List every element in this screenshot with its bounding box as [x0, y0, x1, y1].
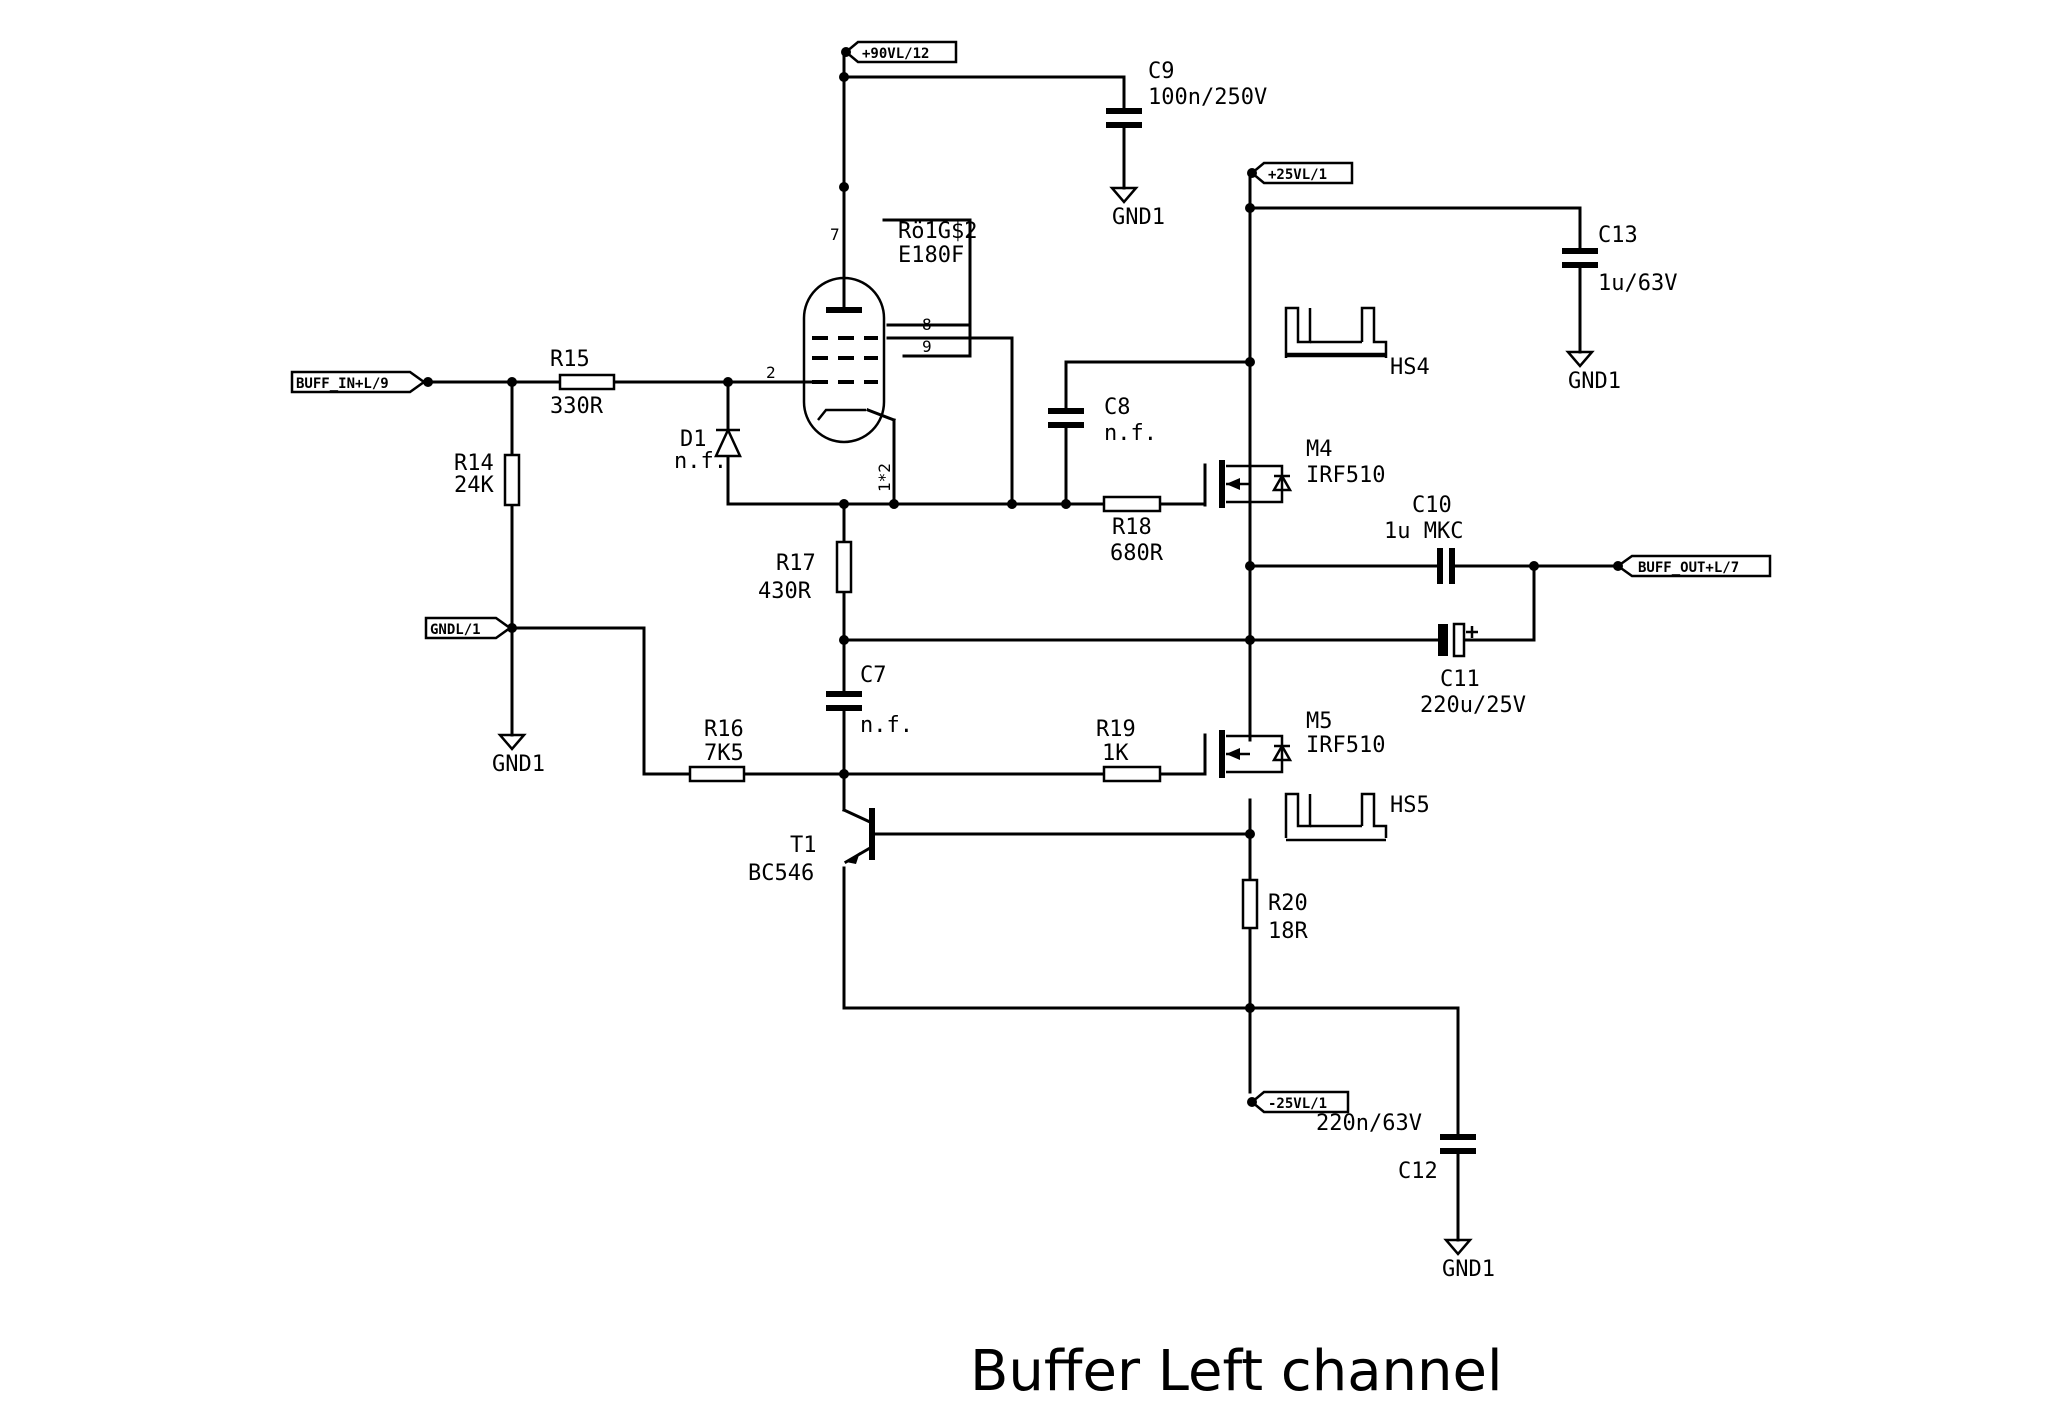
svg-text:M4: M4 — [1306, 437, 1333, 462]
svg-text:IRF510: IRF510 — [1306, 733, 1385, 758]
svg-text:D1: D1 — [680, 427, 707, 452]
svg-text:220n/63V: 220n/63V — [1316, 1111, 1422, 1136]
ground-icon: GND1 — [1109, 186, 1165, 230]
diagram-title: Buffer Left channel — [970, 1339, 1503, 1404]
svg-text:2: 2 — [766, 363, 776, 382]
svg-text:1u/63V: 1u/63V — [1598, 271, 1677, 296]
svg-text:n.f.: n.f. — [860, 713, 913, 738]
capacitor-c12: 220n/63V C12 — [1316, 1111, 1476, 1184]
svg-text:C7: C7 — [860, 663, 887, 688]
svg-text:R16: R16 — [704, 717, 744, 742]
resistor-r20: R20 18R — [1241, 878, 1308, 944]
capacitor-c7: C7 n.f. — [826, 663, 913, 738]
svg-text:1K: 1K — [1102, 741, 1129, 766]
svg-text:GND1: GND1 — [1568, 369, 1621, 394]
svg-text:GND1: GND1 — [1442, 1257, 1495, 1282]
resistor-r19: R19 1K — [1096, 717, 1162, 783]
ground-icon: GND1 — [1442, 1238, 1495, 1282]
svg-text:Rö1G$2: Rö1G$2 — [898, 219, 977, 244]
svg-text:1u MKC: 1u MKC — [1384, 519, 1463, 544]
capacitor-c11-electrolytic: C11 220u/25V — [1420, 622, 1526, 718]
svg-text:18R: 18R — [1268, 919, 1308, 944]
svg-text:GNDL/1: GNDL/1 — [430, 622, 481, 638]
capacitor-c9: C9 100n/250V — [1106, 59, 1267, 128]
capacitor-c8: C8 n.f. — [1048, 395, 1157, 446]
capacitor-c13: C13 1u/63V — [1562, 223, 1677, 296]
svg-text:C13: C13 — [1598, 223, 1638, 248]
heatsink-hs5: HS5 — [1284, 792, 1430, 842]
resistor-r14: R14 24K — [454, 451, 521, 507]
svg-text:+90VL/12: +90VL/12 — [862, 46, 929, 62]
diode-d1: D1 n.f. — [674, 427, 742, 474]
svg-text:680R: 680R — [1110, 541, 1164, 566]
resistor-r16: R16 7K5 — [688, 717, 746, 783]
svg-text:100n/250V: 100n/250V — [1148, 85, 1267, 110]
mosfet-m4: M4 IRF510 — [1203, 437, 1385, 532]
heatsink-hs4: HS4 — [1284, 306, 1430, 380]
svg-text:IRF510: IRF510 — [1306, 463, 1385, 488]
svg-text:R19: R19 — [1096, 717, 1136, 742]
transistor-t1: T1 BC546 — [748, 808, 875, 886]
net-port-gndl: GNDL/1 — [424, 616, 513, 640]
svg-text:7: 7 — [830, 225, 840, 244]
svg-text:R20: R20 — [1268, 891, 1308, 916]
resistor-r15: R15 330R — [550, 347, 616, 419]
svg-text:7K5: 7K5 — [704, 741, 744, 766]
net-port-buff-in: BUFF_IN+L/9 — [290, 370, 433, 394]
svg-text:C12: C12 — [1398, 1159, 1438, 1184]
net-port-90v: +90VL/12 — [841, 40, 958, 64]
svg-text:1*2: 1*2 — [875, 463, 894, 492]
svg-text:BUFF_IN+L/9: BUFF_IN+L/9 — [296, 376, 389, 392]
svg-text:BUFF_OUT+L/7: BUFF_OUT+L/7 — [1638, 560, 1739, 576]
svg-text:M5: M5 — [1306, 709, 1333, 734]
svg-text:220u/25V: 220u/25V — [1420, 693, 1526, 718]
mosfet-m5: M5 IRF510 — [1203, 709, 1385, 778]
svg-text:330R: 330R — [550, 394, 604, 419]
svg-text:430R: 430R — [758, 579, 812, 604]
svg-text:HS4: HS4 — [1390, 355, 1430, 380]
ground-icon: GND1 — [492, 733, 545, 777]
svg-text:C8: C8 — [1104, 395, 1131, 420]
svg-text:HS5: HS5 — [1390, 793, 1430, 818]
resistor-r17: R17 430R — [758, 540, 853, 604]
net-port-buff-out: BUFF_OUT+L/7 — [1613, 554, 1772, 578]
svg-text:GND1: GND1 — [1112, 205, 1165, 230]
net-port-25v-neg: -25VL/1 — [1247, 1090, 1350, 1114]
svg-text:R17: R17 — [776, 551, 816, 576]
svg-text:8: 8 — [922, 315, 932, 334]
svg-text:+25VL/1: +25VL/1 — [1268, 167, 1327, 183]
svg-text:E180F: E180F — [898, 243, 964, 268]
vacuum-tube-e180f: 7 8 9 2 1*2 Rö1G$2 E180F — [766, 219, 977, 492]
svg-text:C9: C9 — [1148, 59, 1175, 84]
net-port-25v-pos: +25VL/1 — [1247, 161, 1354, 185]
svg-text:C10: C10 — [1412, 493, 1452, 518]
svg-text:BC546: BC546 — [748, 861, 814, 886]
junctions — [507, 72, 1539, 1013]
svg-text:-25VL/1: -25VL/1 — [1268, 1096, 1327, 1112]
svg-text:C11: C11 — [1440, 667, 1480, 692]
resistor-r18: R18 680R — [1102, 495, 1164, 566]
svg-text:R18: R18 — [1112, 515, 1152, 540]
svg-text:R15: R15 — [550, 347, 590, 372]
svg-text:R14: R14 — [454, 451, 494, 476]
ground-icon: GND1 — [1565, 350, 1621, 394]
svg-text:9: 9 — [922, 337, 932, 356]
svg-text:n.f.: n.f. — [674, 449, 727, 474]
capacitor-c10: C10 1u MKC — [1384, 493, 1463, 584]
svg-text:GND1: GND1 — [492, 752, 545, 777]
svg-text:T1: T1 — [790, 833, 817, 858]
svg-text:24K: 24K — [454, 473, 494, 498]
svg-text:n.f.: n.f. — [1104, 421, 1157, 446]
